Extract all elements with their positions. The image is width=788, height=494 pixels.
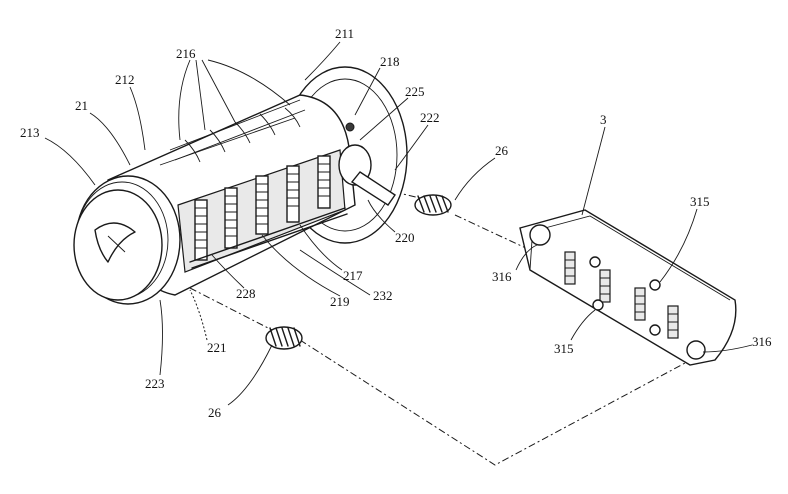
label-216: 216 (176, 46, 196, 61)
label-26-lower: 26 (208, 405, 222, 420)
label-315-lower: 315 (554, 341, 574, 356)
slider-plate (519, 209, 737, 366)
label-316-left: 316 (492, 269, 512, 284)
label-220: 220 (395, 230, 415, 245)
label-225: 225 (405, 84, 425, 99)
label-218: 218 (380, 54, 400, 69)
label-316-right: 316 (752, 334, 772, 349)
label-223: 223 (145, 376, 165, 391)
label-232: 232 (373, 288, 393, 303)
label-21: 21 (75, 98, 88, 113)
leader-lines (44, 41, 753, 406)
tumbler-wafers (194, 155, 331, 261)
label-217: 217 (343, 268, 363, 283)
plate-hole-right (686, 340, 706, 360)
label-219: 219 (330, 294, 350, 309)
spring-lower (265, 326, 303, 350)
label-3: 3 (600, 112, 607, 127)
plate-hole-left (529, 224, 551, 246)
label-228: 228 (236, 286, 256, 301)
keyway (94, 222, 136, 263)
label-222: 222 (420, 110, 440, 125)
reference-numerals: 21 212 213 216 211 218 225 222 26 220 21… (20, 26, 772, 420)
label-212: 212 (115, 72, 135, 87)
spring-upper (414, 194, 452, 216)
label-213: 213 (20, 125, 40, 140)
label-211: 211 (335, 26, 354, 41)
label-315-upper: 315 (690, 194, 710, 209)
label-221: 221 (207, 340, 227, 355)
plate-body (519, 209, 737, 366)
label-26-upper: 26 (495, 143, 509, 158)
lock-cylinder-housing (73, 66, 408, 305)
